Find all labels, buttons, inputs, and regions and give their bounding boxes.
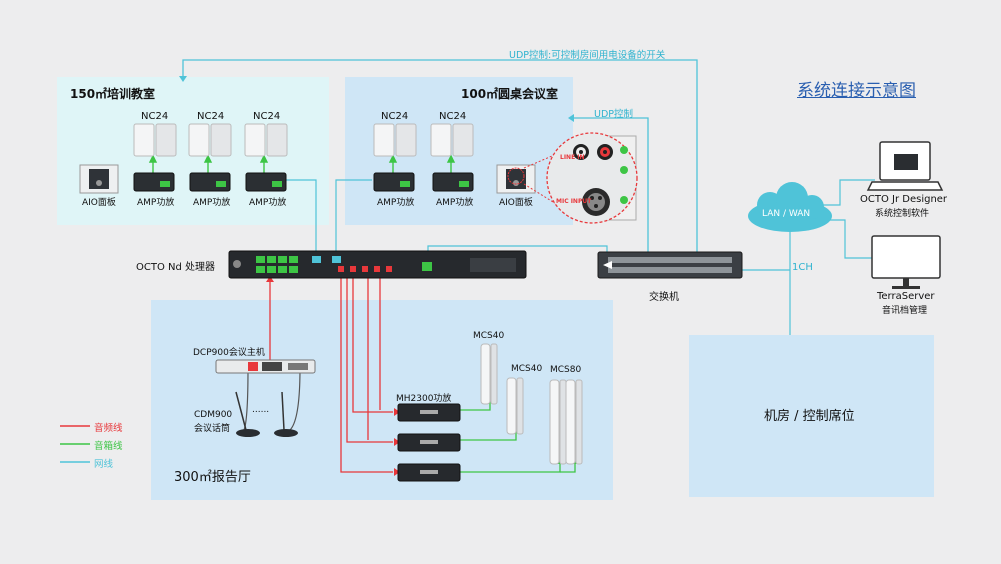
nc24-speaker-3 bbox=[244, 123, 288, 157]
mcs40-label-1: MCS40 bbox=[473, 331, 505, 341]
network-switch bbox=[597, 251, 743, 279]
hall-title: 300㎡报告厅 bbox=[174, 470, 251, 485]
mcs40-label-2: MCS40 bbox=[511, 364, 543, 374]
octo-nd-processor bbox=[228, 250, 527, 279]
dcp900-label: DCP900会议主机 bbox=[193, 348, 265, 358]
nc24-label-3: NC24 bbox=[253, 111, 281, 122]
amp-label-5: AMP功放 bbox=[436, 198, 474, 208]
udp-control-line-mid bbox=[573, 117, 649, 252]
mcs40-speaker-2 bbox=[506, 377, 524, 435]
net-line-roundtable bbox=[335, 179, 372, 258]
legend-network-label: 网线 bbox=[94, 459, 114, 470]
cdm900-mic-1 bbox=[235, 391, 260, 437]
aio-panel-2 bbox=[496, 164, 536, 194]
net-line-training bbox=[286, 179, 317, 258]
nc24-label-2: NC24 bbox=[197, 111, 225, 122]
amp-label-1: AMP功放 bbox=[137, 198, 175, 208]
diagram-title: 系统连接示意图 bbox=[797, 81, 916, 101]
switch-label: 交换机 bbox=[649, 292, 679, 303]
lan-wan-cloud bbox=[748, 182, 832, 232]
ch-label: 1CH bbox=[792, 262, 813, 273]
udp-control-label-top: UDP控制:可控制房间用电设备的开关 bbox=[509, 50, 666, 61]
nc24-speaker-4 bbox=[373, 123, 417, 157]
nc24-label-4: NC24 bbox=[381, 111, 409, 122]
net-line-cloud-server bbox=[815, 219, 872, 259]
nc24-label-5: NC24 bbox=[439, 111, 467, 122]
hall-zone bbox=[151, 300, 613, 500]
legend-speaker-label: 音箱线 bbox=[94, 441, 123, 452]
amp-label-2: AMP功放 bbox=[193, 198, 231, 208]
nc24-speaker-2 bbox=[188, 123, 232, 157]
mic-input-label: MIC INPUT bbox=[556, 198, 592, 205]
amp-label-3: AMP功放 bbox=[249, 198, 287, 208]
designer-laptop bbox=[866, 141, 944, 191]
control-room-title: 机房 / 控制席位 bbox=[764, 409, 855, 424]
dcp900-host bbox=[215, 359, 316, 374]
mcs40-speaker-1 bbox=[480, 343, 498, 405]
cdm900-label-1: CDM900 bbox=[194, 410, 233, 420]
roundtable-room-title: 100㎡圆桌会议室 bbox=[461, 87, 559, 101]
mcs80-speaker-1 bbox=[549, 379, 567, 465]
server-label-1: TerraServer bbox=[877, 291, 935, 302]
processor-label: OCTO Nd 处理器 bbox=[136, 262, 216, 273]
server-label-2: 音讯档管理 bbox=[882, 306, 928, 316]
cdm900-label-2: 会议话筒 bbox=[194, 424, 231, 434]
nc24-label-1: NC24 bbox=[141, 111, 169, 122]
lan-wan-label: LAN / WAN bbox=[762, 209, 811, 219]
control-room-zone bbox=[689, 335, 934, 497]
server-monitor bbox=[871, 235, 941, 289]
nc24-speaker-5 bbox=[430, 123, 474, 157]
aio-panel-1 bbox=[79, 164, 119, 194]
udp-control-line-top bbox=[182, 59, 698, 252]
legend-audio-label: 音频线 bbox=[94, 423, 123, 434]
cdm900-mic-2 bbox=[274, 391, 298, 437]
nc24-speaker-1 bbox=[133, 123, 177, 157]
amp-label-4: AMP功放 bbox=[377, 198, 415, 208]
net-line-cloud-designer bbox=[815, 179, 875, 206]
mcs80-speaker-2 bbox=[565, 379, 583, 465]
cdm900-dots: ...... bbox=[252, 405, 270, 415]
udp-arrow-mid bbox=[568, 114, 574, 122]
aio-label-1: AIO面板 bbox=[82, 198, 116, 208]
designer-label-1: OCTO Jr Designer bbox=[860, 194, 948, 205]
designer-label-2: 系统控制软件 bbox=[875, 209, 930, 219]
mcs80-label: MCS80 bbox=[550, 365, 582, 375]
mh2300-label: MH2300功放 bbox=[396, 394, 452, 404]
aio-label-2: AIO面板 bbox=[499, 198, 533, 208]
training-room-title: 150㎡培训教室 bbox=[70, 87, 156, 101]
line-in-label: LINE IN bbox=[560, 154, 585, 161]
udp-arrow-top bbox=[179, 76, 187, 82]
udp-control-label-mid: UDP控制 bbox=[594, 109, 633, 120]
aio-zoom-detail bbox=[523, 132, 638, 224]
